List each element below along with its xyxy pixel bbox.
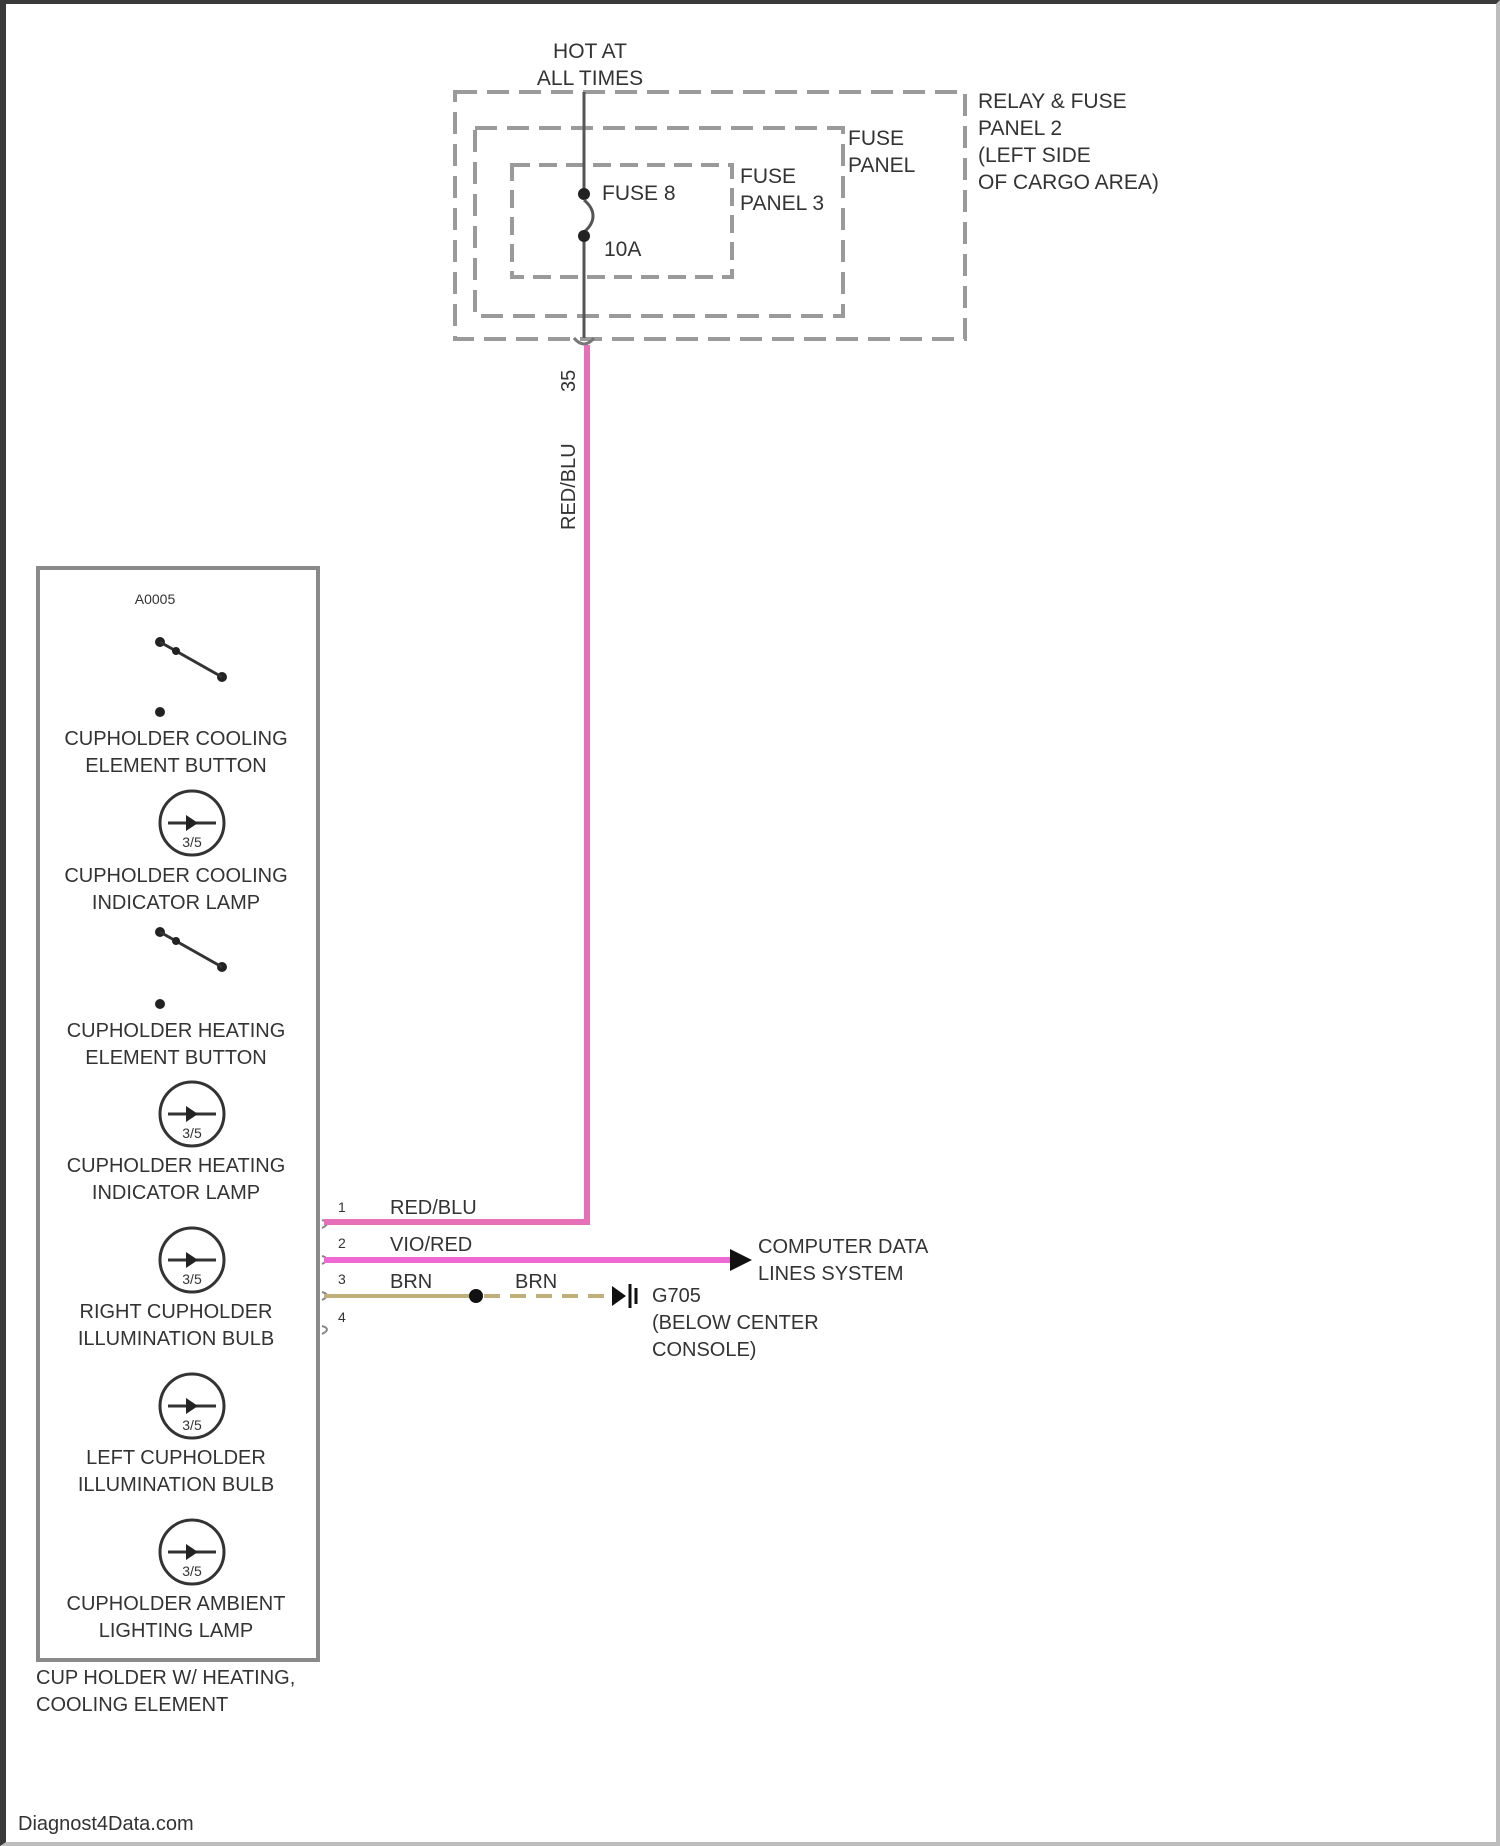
cooling-button-label-line1: CUPHOLDER COOLING [64, 728, 287, 750]
ground-label-line3: CONSOLE) [652, 1339, 756, 1361]
heating-indicator-label-line1: CUPHOLDER HEATING [67, 1155, 286, 1177]
computer-data-arrow-icon [730, 1249, 752, 1271]
pin-1-label: 1 [338, 1199, 346, 1215]
computer-data-label-line1: COMPUTER DATA [758, 1236, 929, 1258]
pin-2-wire-label: VIO/RED [390, 1234, 472, 1256]
pin-3-label: 3 [338, 1271, 346, 1287]
red-blu-wire-vertical-label: RED/BLU [558, 443, 580, 530]
fuse-panel-label-line1: FUSE [848, 127, 904, 150]
module-top-label: A0005 [135, 591, 176, 607]
heating-button-label-line1: CUPHOLDER HEATING [67, 1020, 286, 1042]
left-cupholder-label-line2: ILLUMINATION BULB [78, 1474, 274, 1496]
relay-fuse-panel-label-line1: RELAY & FUSE [978, 90, 1127, 113]
cooling-indicator-bulb-number: 3/5 [182, 834, 202, 850]
left-cupholder-bulb-number: 3/5 [182, 1417, 202, 1433]
heating-indicator-bulb-number: 3/5 [182, 1125, 202, 1141]
cooling-indicator-label-line2: INDICATOR LAMP [92, 892, 260, 914]
brn-splice-point [469, 1289, 483, 1303]
brn-wire-right-label: BRN [515, 1271, 557, 1293]
ambient-lamp-bulb-number: 3/5 [182, 1563, 202, 1579]
watermark-text: Diagnost4Data.com [18, 1813, 194, 1835]
cooling-button-label-line2: ELEMENT BUTTON [85, 755, 267, 777]
computer-data-label-line2: LINES SYSTEM [758, 1263, 904, 1285]
fuse-rating-label: 10A [604, 238, 641, 261]
right-cupholder-bulb-number: 3/5 [182, 1271, 202, 1287]
cooling-button-switch-icon [155, 637, 227, 717]
fuse-panel-outline [475, 128, 843, 316]
pin-2-label: 2 [338, 1235, 346, 1251]
fuse-panel-3-label-line2: PANEL 3 [740, 192, 824, 215]
fuse-panel-3-label-line1: FUSE [740, 165, 796, 188]
fuse-panel-label-line2: PANEL [848, 154, 915, 177]
right-cupholder-label-line2: ILLUMINATION BULB [78, 1328, 274, 1350]
relay-fuse-panel-label-line4: OF CARGO AREA) [978, 171, 1159, 194]
heating-button-label-line2: ELEMENT BUTTON [85, 1047, 267, 1069]
power-source-label-line1: HOT AT [553, 40, 627, 63]
cooling-indicator-label-line1: CUPHOLDER COOLING [64, 865, 287, 887]
relay-fuse-panel-label-line3: (LEFT SIDE [978, 144, 1091, 167]
module-caption-line1: CUP HOLDER W/ HEATING, [36, 1667, 295, 1689]
left-cupholder-label-line1: LEFT CUPHOLDER [86, 1447, 266, 1469]
relay-fuse-panel-label-line2: PANEL 2 [978, 117, 1062, 140]
fuse-top-terminal [578, 188, 590, 200]
pin-4-label: 4 [338, 1309, 346, 1325]
ground-label-line2: (BELOW CENTER [652, 1312, 819, 1334]
ambient-lamp-label-line2: LIGHTING LAMP [99, 1620, 253, 1642]
fuse-name-label: FUSE 8 [602, 182, 676, 205]
ambient-lamp-label-line1: CUPHOLDER AMBIENT [67, 1593, 286, 1615]
heating-button-switch-icon [155, 927, 227, 1009]
heating-indicator-label-line2: INDICATOR LAMP [92, 1182, 260, 1204]
fuse-8-symbol [584, 200, 593, 232]
module-connector [322, 1220, 327, 1334]
terminal-35-label: 35 [558, 370, 580, 392]
pin-1-wire-label: RED/BLU [390, 1197, 477, 1219]
ground-g705-icon [612, 1284, 636, 1308]
pin-3-wire-label: BRN [390, 1271, 432, 1293]
power-source-label-line2: ALL TIMES [537, 67, 643, 90]
fuse-bottom-terminal [578, 230, 590, 242]
module-caption-line2: COOLING ELEMENT [36, 1694, 228, 1716]
ground-label-line1: G705 [652, 1285, 701, 1307]
right-cupholder-label-line1: RIGHT CUPHOLDER [80, 1301, 273, 1323]
